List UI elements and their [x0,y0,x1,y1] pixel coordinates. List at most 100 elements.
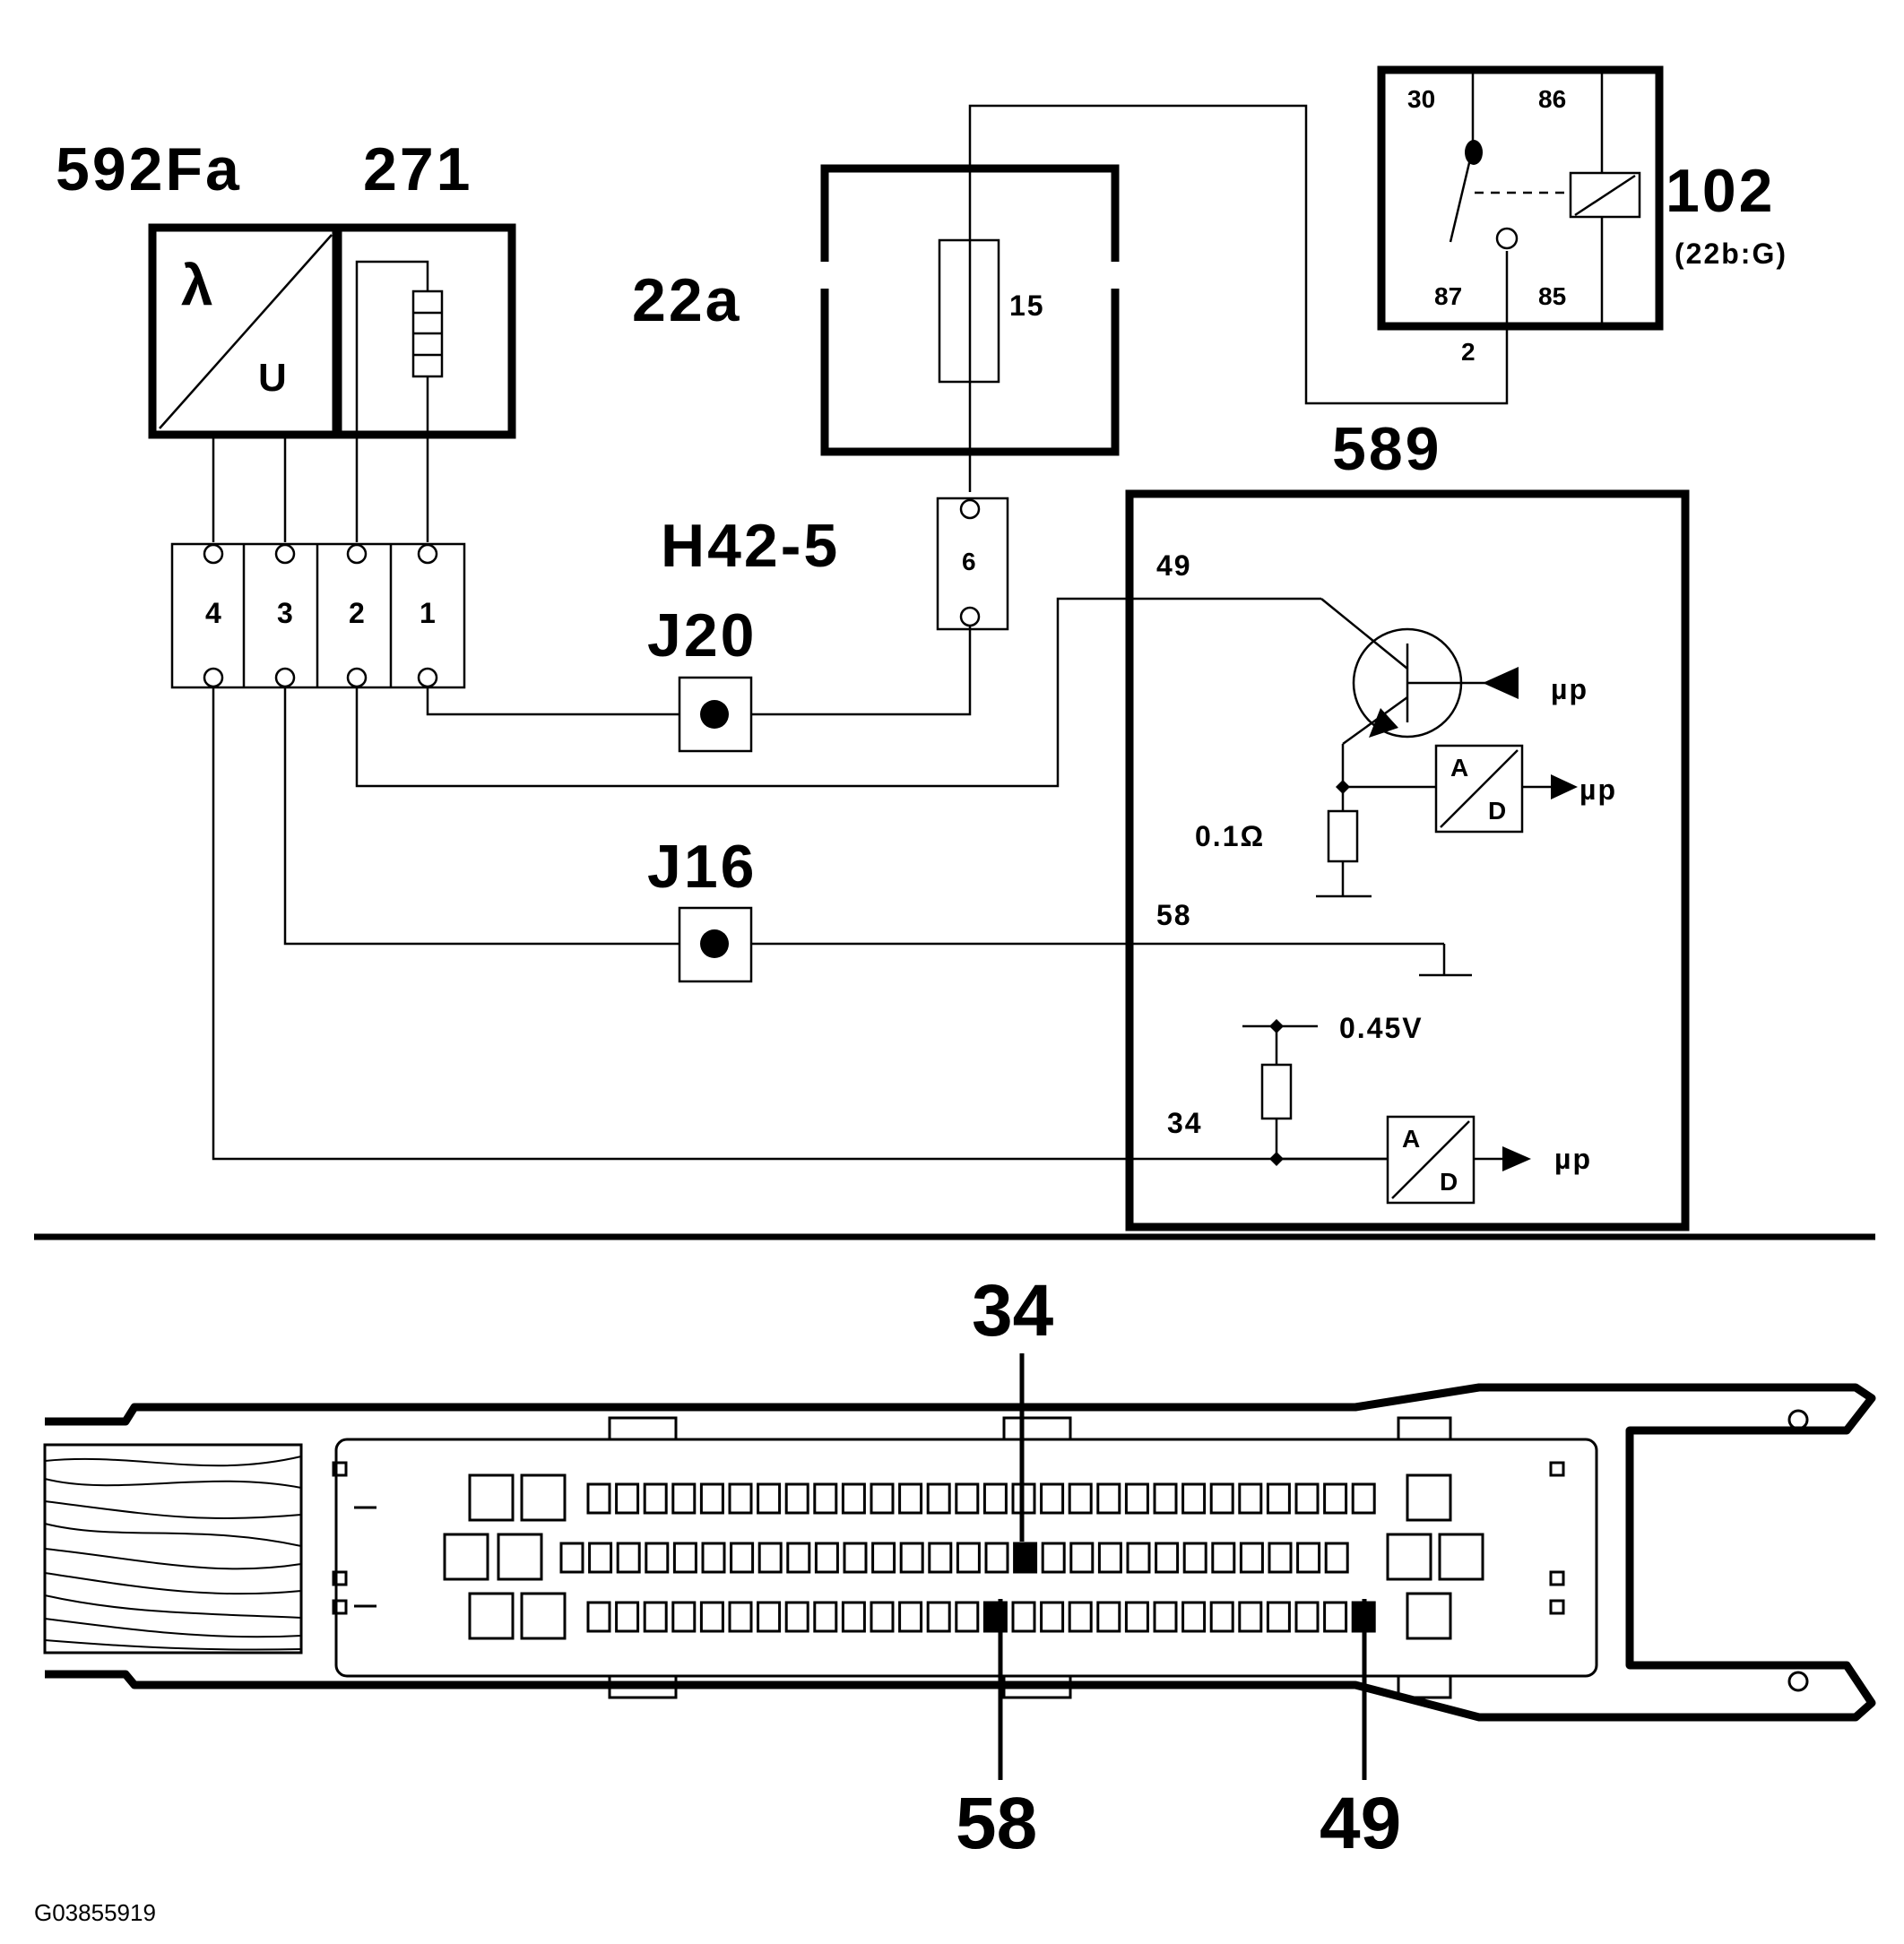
connector-pin-58-label: 58 [956,1783,1037,1864]
micro-label-3: µp [1554,1143,1592,1175]
connector-pin [1323,1601,1348,1633]
sensor-pin-3: 3 [277,597,295,629]
connector-pin [1040,1482,1065,1515]
connector-pin-34 [1013,1542,1038,1574]
connector-pin [898,1482,923,1515]
ecu-label: 589 [1332,415,1441,483]
connector-pin [813,1482,838,1515]
voltage-symbol: U [258,356,289,400]
connector-pin [955,1482,980,1515]
connector-pin [468,1592,515,1640]
adc-converter-2: A D [1386,1115,1476,1205]
connector-pin [1011,1601,1036,1633]
connector-pin [786,1542,811,1574]
connector-pin [588,1542,613,1574]
relay-terminal-85: 85 [1538,282,1566,310]
heater-element [333,223,516,542]
connector-pin [672,1542,697,1574]
connector-pin-grid [443,1473,1484,1640]
connector-pin [1406,1473,1452,1522]
fuse-number: 15 [1009,289,1045,322]
junction-j20 [678,676,753,753]
connector-pin [1268,1542,1293,1574]
connector-pin [1096,1482,1121,1515]
connector-pin [1096,1601,1121,1633]
connector-pin [1181,1601,1207,1633]
bias-voltage-label: 0.45V [1339,1012,1424,1044]
junction-j16 [678,906,753,983]
h42-connector: 6 [936,497,1009,631]
connector-pin [728,1601,753,1633]
connector-pin [586,1482,611,1515]
micro-label-1: µp [1551,673,1588,705]
connector-pin-34-label: 34 [972,1270,1054,1352]
sensor-connector: 4 3 2 1 [170,542,466,689]
connector-pin [643,1601,668,1633]
connector-pin [870,1601,895,1633]
ecu-pin-58: 58 [1156,899,1192,931]
ecu-box [1125,489,1690,1231]
connector-pin [520,1592,567,1640]
connector-pin [1239,1542,1264,1574]
connector-pin [984,1542,1009,1574]
connector-pin [643,1482,668,1515]
connector-pin [1069,1542,1095,1574]
sensor-pin-4: 4 [205,597,223,629]
connector-pin [615,1482,640,1515]
relay: 30 86 87 85 [1377,65,1664,331]
connector-pin [616,1542,641,1574]
connector-pin [730,1542,755,1574]
connector-pin [870,1482,895,1515]
connector-pin [468,1473,515,1522]
connector-pin [871,1542,896,1574]
connector-pin [926,1482,951,1515]
connector-pin [443,1533,489,1581]
heater-label: 271 [363,135,472,203]
relay-terminal-87: 87 [1434,282,1462,310]
connector-pin [1124,1601,1149,1633]
connector-pin [1324,1542,1349,1574]
ecu-connector [43,1383,1876,1722]
relay-terminal-30: 30 [1407,85,1435,113]
connector-pin [757,1601,782,1633]
connector-pin [1238,1482,1263,1515]
relay-label: 102 [1666,157,1775,225]
ecu-pin-49: 49 [1156,549,1192,582]
connector-pin [1238,1601,1263,1633]
connector-pin [757,1482,782,1515]
connector-pin [671,1601,697,1633]
relay-terminal-86: 86 [1538,85,1566,113]
fuse-box-label: 22a [632,266,741,334]
sensor-pin-1: 1 [420,597,437,629]
bias-resistor [1260,1063,1293,1120]
connector-pin [1182,1542,1207,1574]
transistor [1320,598,1519,746]
micro-label-2: µp [1579,773,1617,806]
connector-pin [1209,1601,1234,1633]
svg-text:A: A [1402,1125,1420,1153]
connector-pin [784,1482,809,1515]
figure-code: G03855919 [34,1899,156,1926]
connector-pin [1153,1482,1178,1515]
connector-pin [814,1542,839,1574]
shunt-label: 0.1Ω [1195,820,1265,852]
connector-pin [520,1473,567,1522]
connector-pin [699,1482,724,1515]
connector-pin [955,1601,980,1633]
connector-pin [757,1542,783,1574]
connector-pin [1296,1542,1321,1574]
connector-pin [1155,1542,1180,1574]
connector-pin [928,1542,953,1574]
oxygen-sensor: λ U [148,223,341,439]
connector-pin [671,1482,697,1515]
connector-pin [699,1601,724,1633]
connector-pin [1406,1592,1452,1640]
relay-sub-label: (22b:G) [1675,238,1787,270]
h42-label: H42-5 [661,512,840,580]
connector-pin [615,1601,640,1633]
connector-pin [813,1601,838,1633]
connector-pin [1181,1482,1207,1515]
connector-pin [841,1482,866,1515]
connector-pin [956,1542,981,1574]
